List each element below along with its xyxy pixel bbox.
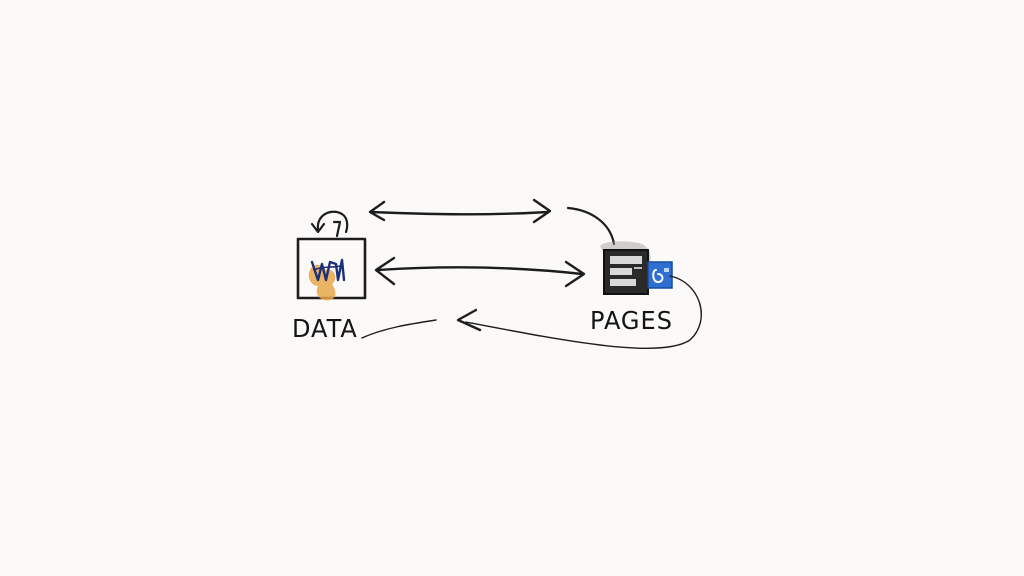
top-bidirectional-arrow (368, 198, 552, 224)
data-scribble-icon (310, 258, 346, 282)
data-label: DATA (292, 314, 358, 344)
data-loop-arrow (310, 210, 349, 238)
pages-label: PAGES (590, 306, 673, 336)
pages-node (600, 241, 673, 295)
middle-bidirectional-arrow (374, 256, 586, 288)
data-orange-splash (308, 264, 336, 301)
data-node (296, 210, 367, 301)
connector-curve-to-pages (566, 206, 616, 246)
return-loop-arrow (361, 275, 702, 350)
